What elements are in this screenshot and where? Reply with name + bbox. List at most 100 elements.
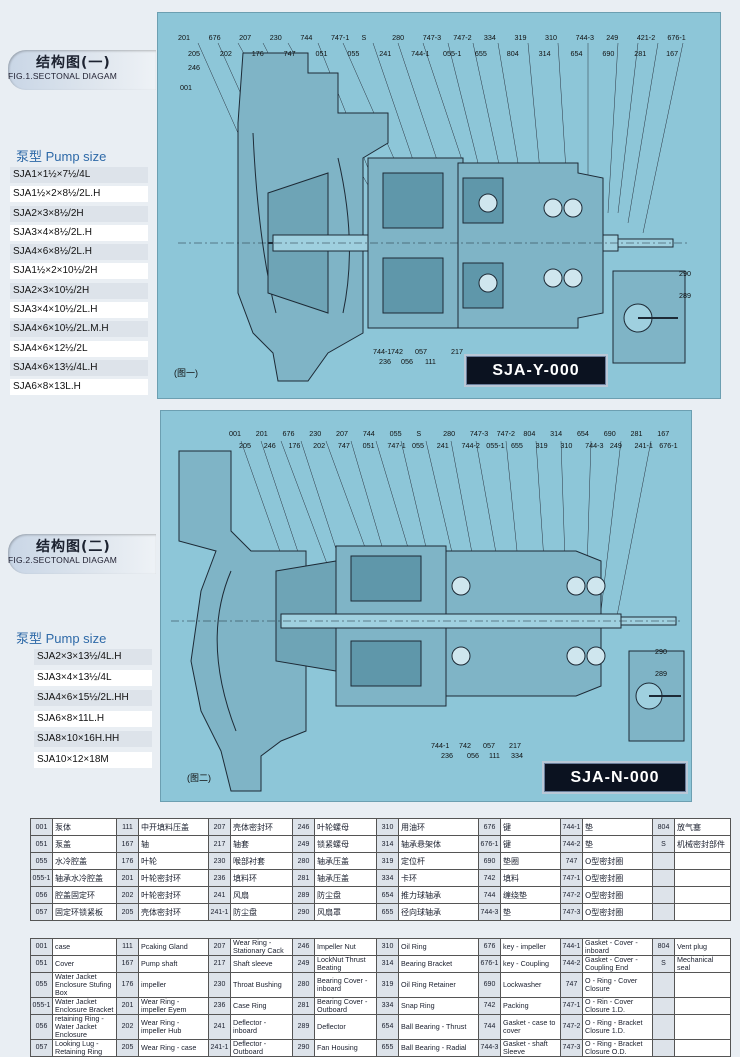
callout-label: 280 <box>392 33 405 42</box>
callout-label: 804 <box>523 429 536 438</box>
callout-label: 111 <box>425 357 436 366</box>
callout-label: 655 <box>474 49 487 58</box>
part-name: Water Jacket Enclosure Bracket <box>52 997 117 1015</box>
callout-label: 742 <box>391 347 403 356</box>
part-name: 轴承压盖 <box>314 852 377 870</box>
part-code: 314 <box>376 955 399 973</box>
part-name: Mechanical seal <box>674 955 731 973</box>
part-code: 056 <box>30 1014 53 1040</box>
part-code: 310 <box>376 818 399 836</box>
part-name: 喉部衬套 <box>230 852 293 870</box>
diagram1-fig-label: (图一) <box>174 368 198 378</box>
part-name: 固定环锁紧板 <box>52 903 117 921</box>
part-code: 055-1 <box>30 997 53 1015</box>
part-code: 051 <box>30 835 53 853</box>
callout-label: 241-1 <box>634 441 653 450</box>
callout-label: 001 <box>229 429 241 438</box>
part-code: 744 <box>478 1014 501 1040</box>
part-name: Deflector <box>314 1014 377 1040</box>
part-name: O - Rin - Cover Closure 1.D. <box>582 997 653 1015</box>
part-code <box>652 869 675 887</box>
part-name: O型密封圈 <box>582 886 653 904</box>
section1-subtitle: FIG.1.SECTONAL DIAGAM <box>8 71 118 81</box>
part-name: Lockwasher <box>500 972 561 998</box>
part-code: 334 <box>376 997 399 1015</box>
part-name: case <box>52 938 117 956</box>
part-code: 051 <box>30 955 53 973</box>
part-name: Oil Ring <box>398 938 479 956</box>
part-code: 744-2 <box>560 835 583 853</box>
callout-label: 056 <box>467 751 479 760</box>
part-code: 314 <box>376 835 399 853</box>
part-name: Throat Bushing <box>230 972 293 998</box>
part-code: 289 <box>292 1014 315 1040</box>
part-code <box>652 852 675 870</box>
part-code: 747-2 <box>560 886 583 904</box>
part-code: 241 <box>208 1014 231 1040</box>
part-code: 742 <box>478 997 501 1015</box>
part-name: 风扇罩 <box>314 903 377 921</box>
callout-label: 201 <box>255 429 268 438</box>
part-name: Oil Ring Retainer <box>398 972 479 998</box>
part-name: Deflector - Outboard <box>230 1039 293 1057</box>
callout-label: 747-2 <box>453 33 472 42</box>
part-code <box>652 997 675 1015</box>
part-code <box>652 903 675 921</box>
callout-label: 747-3 <box>422 33 442 42</box>
part-name: O - Ring - Cover Closure <box>582 972 653 998</box>
part-code: 207 <box>208 818 231 836</box>
part-name: 轴承悬架体 <box>398 835 479 853</box>
callout-label: 744-3 <box>575 33 595 42</box>
pump-size-item: SJA4×6×12½/2L <box>10 340 148 357</box>
part-code: 230 <box>208 972 231 998</box>
part-code: 217 <box>208 835 231 853</box>
callout-label: 246 <box>263 441 276 450</box>
part-name: 垫 <box>500 903 561 921</box>
part-name: 泵盖 <box>52 835 117 853</box>
callout-label: 744-1 <box>411 49 430 58</box>
part-name: Bearing Cover - inboard <box>314 972 377 998</box>
callout-label: 319 <box>535 441 548 450</box>
part-code: 280 <box>292 972 315 998</box>
diagram1-drawing <box>178 42 688 382</box>
callout-label: 230 <box>309 429 322 438</box>
part-name: Wear Ring - impeller Eyem <box>138 997 209 1015</box>
part-name: 径向球轴承 <box>398 903 479 921</box>
part-name: Vent plug <box>674 938 731 956</box>
part-code: 744-3 <box>478 903 501 921</box>
pump-size-item: SJA2×3×10½/2H <box>10 282 148 299</box>
part-name: 轴 <box>138 835 209 853</box>
section1-title-plate <box>8 50 156 90</box>
part-code: 280 <box>292 852 315 870</box>
callout-label: 290 <box>655 647 667 656</box>
section2-subtitle: FIG.2.SECTONAL DIAGAM <box>8 555 118 565</box>
callout-label: 055 <box>412 441 425 450</box>
callout-label: 230 <box>269 33 282 42</box>
callout-label: 747-2 <box>496 429 516 438</box>
part-code: 205 <box>116 1039 139 1057</box>
part-code: 055-1 <box>30 869 53 887</box>
part-name: 推力球轴承 <box>398 886 479 904</box>
callout-label: 747-1 <box>387 441 406 450</box>
part-name: Packing <box>500 997 561 1015</box>
part-code: 246 <box>292 818 315 836</box>
part-name: Bearing Bracket <box>398 955 479 973</box>
callout-label: 747 <box>337 441 350 450</box>
part-name: O型密封圈 <box>582 903 653 921</box>
callout-label: 167 <box>666 49 679 58</box>
part-code: 744-3 <box>478 1039 501 1057</box>
section1-title: 结构图(一) <box>36 55 111 71</box>
part-code: S <box>652 955 675 973</box>
callout-label: 310 <box>545 33 558 42</box>
part-code: 747-1 <box>560 997 583 1015</box>
part-code: 654 <box>376 1014 399 1040</box>
callout-label: 747-3 <box>469 429 489 438</box>
callout-label: 281 <box>634 49 647 58</box>
part-code: 111 <box>116 938 139 956</box>
callout-label: 051 <box>315 49 328 58</box>
